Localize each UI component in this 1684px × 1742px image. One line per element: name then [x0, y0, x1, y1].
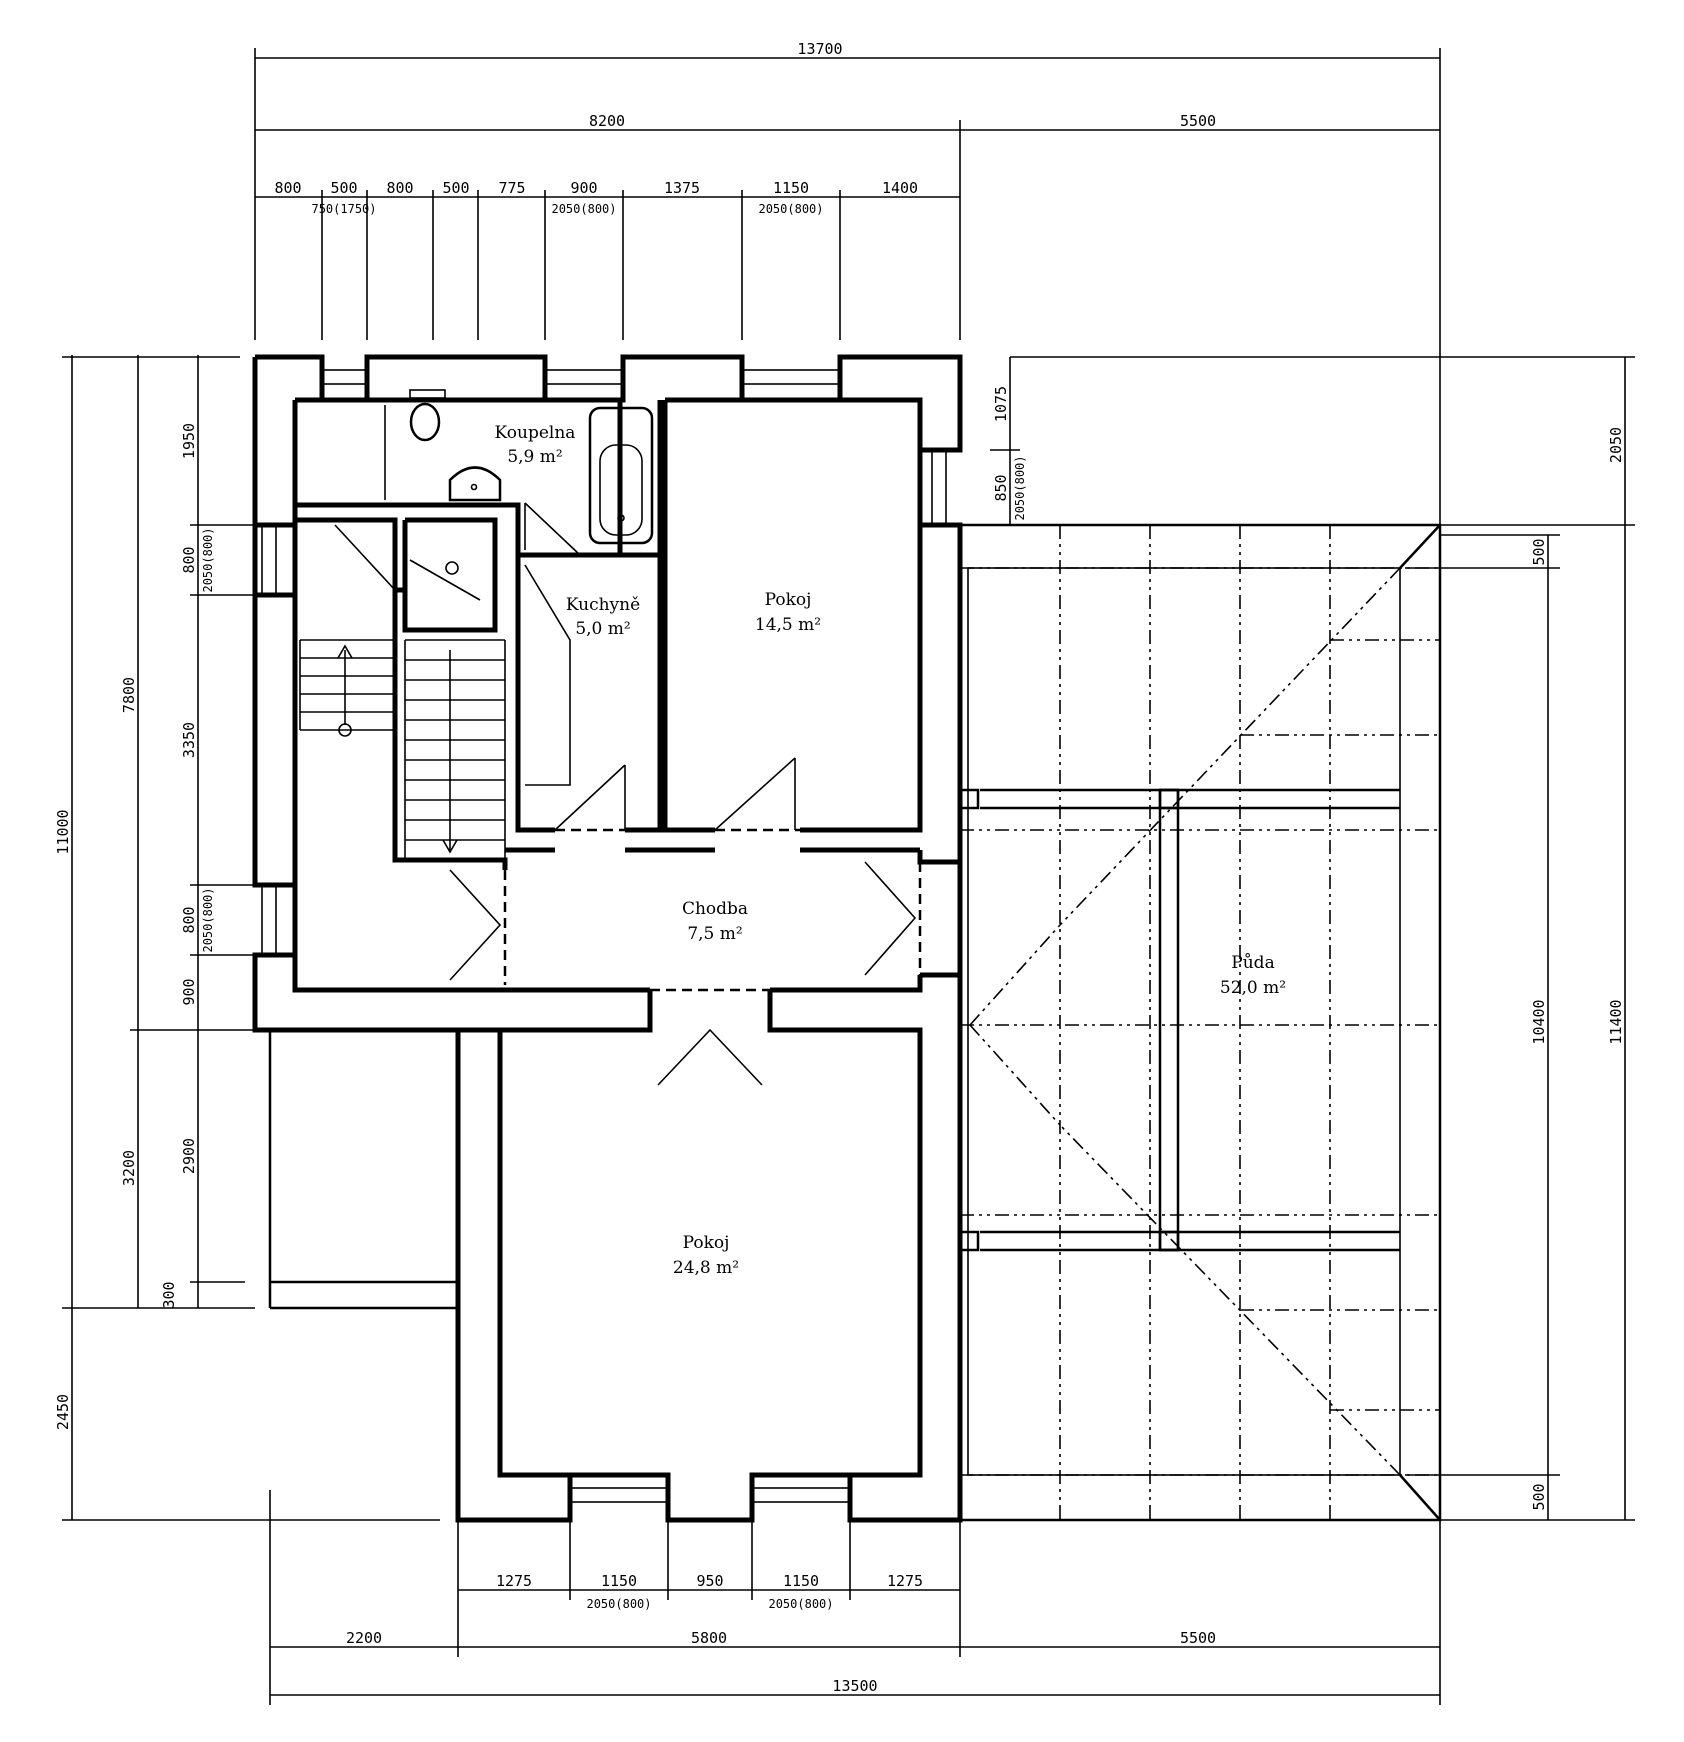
dim-top-seg-3: 800	[386, 179, 413, 197]
walls	[252, 354, 963, 1523]
shower-drain	[445, 561, 459, 575]
label-pokoj-small-area: 14,5 m²	[755, 615, 821, 635]
label-koupelna-name: Koupelna	[495, 423, 576, 443]
label-pokoj-small-name: Pokoj	[765, 590, 812, 610]
window-kitchen	[544, 369, 624, 385]
windows	[261, 369, 947, 1503]
terrace	[268, 1030, 458, 1310]
dim-800-b: 800	[180, 906, 198, 933]
window-room-small	[741, 369, 841, 385]
dim-bottom-seg-4: 1150	[783, 1572, 819, 1590]
dim-2200: 2200	[346, 1629, 382, 1647]
attic-roof	[958, 523, 1442, 1522]
label-pokoj-large-area: 24,8 m²	[673, 1258, 739, 1278]
dim-sub-a: 2050(800)	[201, 527, 215, 592]
dim-top-seg-2: 500	[330, 179, 357, 197]
dim-2450: 2450	[54, 1394, 72, 1430]
right-dimensions: 1075 850 2050(800) 2050 500 10400 500 11…	[960, 356, 1635, 1521]
label-chodba-name: Chodba	[682, 899, 748, 919]
top-dimensions: 13700 8200 5500 800 500 800 500 775 900 …	[254, 40, 1441, 525]
dim-8200: 8200	[589, 112, 625, 130]
dim-1950: 1950	[180, 423, 198, 459]
bottom-dimensions: 1275 1150 950 1150 1275 2050(800) 2050(8…	[269, 1490, 1441, 1705]
washbasin	[448, 466, 502, 502]
dim-sub-b: 2050(800)	[201, 887, 215, 952]
bathtub-drain	[617, 514, 625, 522]
dim-13700-top: 13700	[797, 40, 842, 58]
label-pokoj-large-name: Pokoj	[683, 1233, 730, 1253]
window-stair-upper	[261, 524, 277, 596]
label-kuchyne-area: 5,0 m²	[575, 619, 630, 639]
dim-top-sub-window: 750(1750)	[311, 202, 376, 216]
dim-3350: 3350	[180, 722, 198, 758]
window-bathroom	[321, 369, 368, 385]
window-room-small-side	[931, 449, 947, 526]
dim-500-top-right: 500	[1530, 538, 1548, 565]
dim-top-seg-6: 900	[570, 179, 597, 197]
dim-bottom-seg-2: 1150	[601, 1572, 637, 1590]
stair-start-marker	[338, 723, 352, 737]
dim-bottom-sub-2: 2050(800)	[768, 1597, 833, 1611]
dim-top-seg-5: 775	[498, 179, 525, 197]
dim-800-a: 800	[180, 546, 198, 573]
fixtures	[384, 389, 654, 786]
dim-3200: 3200	[120, 1150, 138, 1186]
dim-top-seg-9: 1400	[882, 179, 918, 197]
dim-7800: 7800	[120, 677, 138, 713]
bathtub-inner	[599, 444, 643, 536]
window-stair-lower	[261, 884, 277, 956]
dim-top-seg-4: 500	[442, 179, 469, 197]
dim-500-bottom-right: 500	[1530, 1483, 1548, 1510]
dim-13500: 13500	[832, 1677, 877, 1695]
left-dimensions: 11000 7800 3200 2450 1950 800 2050(800) …	[54, 355, 440, 1521]
dim-bottom-seg-5: 1275	[887, 1572, 923, 1590]
bathtub	[588, 406, 654, 545]
shower-tray-line	[409, 559, 481, 601]
attic-beam-vertical	[1158, 788, 1180, 1252]
dim-bottom-sub-1: 2050(800)	[586, 1597, 651, 1611]
washbasin-drain	[470, 483, 478, 491]
dim-top-seg-7: 1375	[664, 179, 700, 197]
kitchen-counter	[524, 564, 571, 786]
dim-5500-top: 5500	[1180, 112, 1216, 130]
window-room-large-2	[751, 1487, 851, 1503]
dim-850: 850	[992, 474, 1010, 501]
dim-1075: 1075	[992, 386, 1010, 422]
label-chodba-area: 7,5 m²	[687, 924, 742, 944]
dim-2900: 2900	[180, 1138, 198, 1174]
label-kuchyne-name: Kuchyně	[566, 595, 640, 615]
dim-300: 300	[160, 1281, 178, 1308]
label-koupelna-area: 5,9 m²	[507, 447, 562, 467]
dim-top-seg-1: 800	[274, 179, 301, 197]
dim-top-seg-8: 1150	[773, 179, 809, 197]
dim-5800: 5800	[691, 1629, 727, 1647]
dim-bottom-seg-3: 950	[696, 1572, 723, 1590]
dim-2050-right: 2050	[1607, 427, 1625, 463]
dim-10400: 10400	[1530, 999, 1548, 1044]
dim-sub-850: 2050(800)	[1013, 455, 1027, 520]
dim-bottom-seg-1: 1275	[496, 1572, 532, 1590]
dim-top-sub-door-1: 2050(800)	[551, 202, 616, 216]
dim-900: 900	[180, 978, 198, 1005]
label-puda-area: 52,0 m²	[1220, 978, 1286, 998]
doors	[449, 502, 922, 1086]
dim-11400: 11400	[1607, 999, 1625, 1044]
toilet-tank	[409, 389, 446, 399]
dim-5500-bottom: 5500	[1180, 1629, 1216, 1647]
room-labels: Koupelna 5,9 m² Kuchyně 5,0 m² Pokoj 14,…	[495, 423, 1287, 1278]
window-room-large-1	[569, 1487, 669, 1503]
dim-top-sub-door-2: 2050(800)	[758, 202, 823, 216]
label-puda-name: Půda	[1231, 953, 1274, 973]
stairs	[299, 524, 506, 860]
attic-outline	[958, 523, 1442, 1522]
toilet	[409, 402, 441, 442]
dim-11000: 11000	[54, 809, 72, 854]
